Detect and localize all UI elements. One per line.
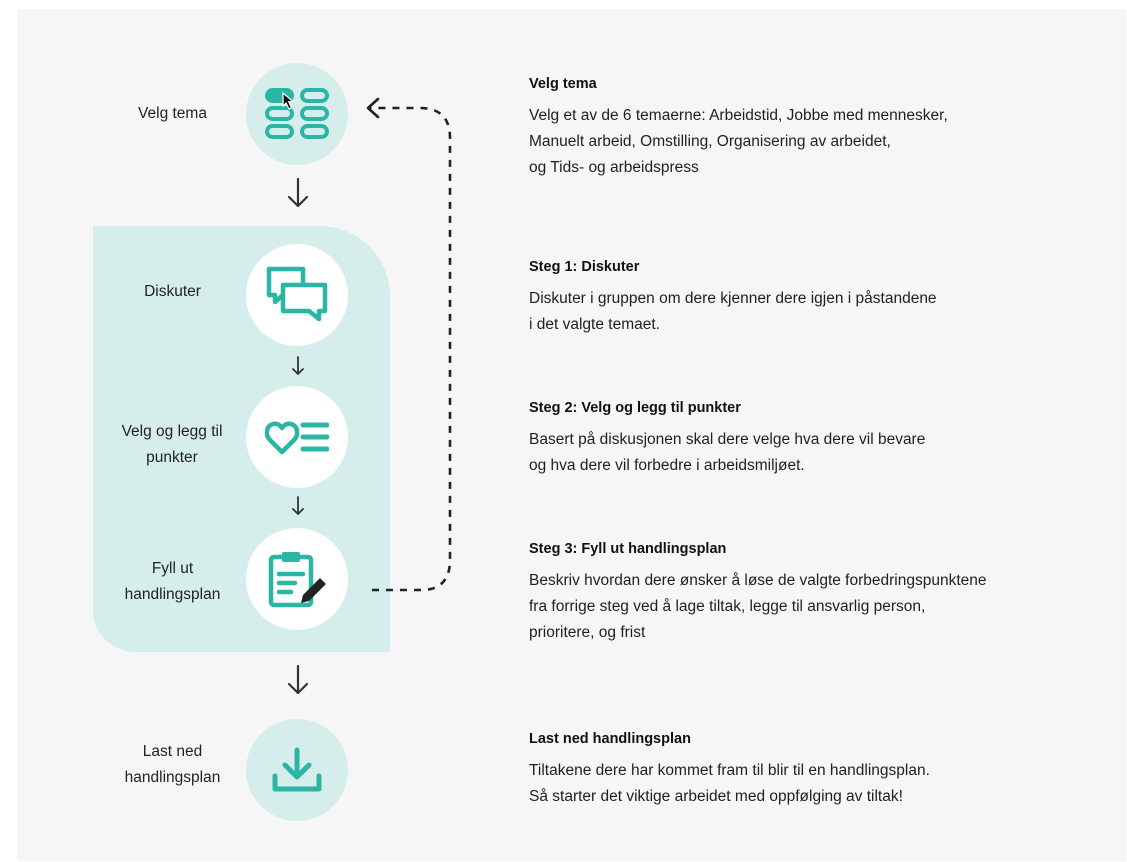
last-ned-node	[246, 719, 348, 821]
description-body: Velg et av de 6 temaerne: Arbeidstid, Jo…	[529, 107, 948, 176]
description-steg-3: Steg 3: Fyll ut handlingsplan Beskriv hv…	[529, 539, 1089, 646]
fyll-ut-node	[246, 528, 348, 630]
download-icon	[272, 747, 322, 792]
arrow-down-icon	[287, 664, 309, 695]
velg-punkter-node	[246, 386, 348, 488]
description-last-ned: Last ned handlingsplan Tiltakene dere ha…	[529, 729, 1089, 810]
step-label-fyll-ut: Fyll ut handlingsplan	[124, 560, 221, 603]
description-body: Tiltakene dere har kommet fram til blir …	[529, 762, 930, 805]
description-steg-1: Steg 1: Diskuter Diskuter i gruppen om d…	[529, 257, 1089, 338]
step-label-velg-punkter: Velg og legg til punkter	[121, 423, 223, 466]
description-title: Steg 3: Fyll ut handlingsplan	[529, 541, 727, 557]
theme-grid-cursor-icon	[265, 88, 329, 139]
loop-back-arrow	[366, 97, 452, 592]
description-velg-tema: Velg tema Velg et av de 6 temaerne: Arbe…	[529, 74, 1089, 181]
description-title: Steg 2: Velg og legg til punkter	[529, 400, 741, 416]
description-title: Last ned handlingsplan	[529, 731, 691, 747]
clipboard-pen-icon	[268, 552, 326, 608]
arrow-down-icon	[292, 496, 304, 515]
description-title: Velg tema	[529, 76, 597, 92]
diskuter-node	[246, 244, 348, 346]
description-body: Basert på diskusjonen skal dere velge hv…	[529, 431, 926, 474]
description-body: Beskriv hvordan dere ønsker å løse de va…	[529, 572, 987, 641]
arrow-down-icon	[287, 177, 309, 208]
description-title: Steg 1: Diskuter	[529, 259, 640, 275]
step-label-last-ned: Last ned handlingsplan	[124, 743, 221, 786]
chat-bubbles-icon	[266, 266, 328, 322]
heart-list-icon	[265, 421, 329, 455]
velg-tema-node	[246, 63, 348, 165]
description-steg-2: Steg 2: Velg og legg til punkter Basert …	[529, 398, 1089, 479]
description-body: Diskuter i gruppen om dere kjenner dere …	[529, 290, 937, 333]
arrow-down-icon	[292, 356, 304, 375]
step-label-diskuter: Diskuter	[144, 283, 201, 300]
step-label-velg-tema: Velg tema	[138, 105, 207, 122]
